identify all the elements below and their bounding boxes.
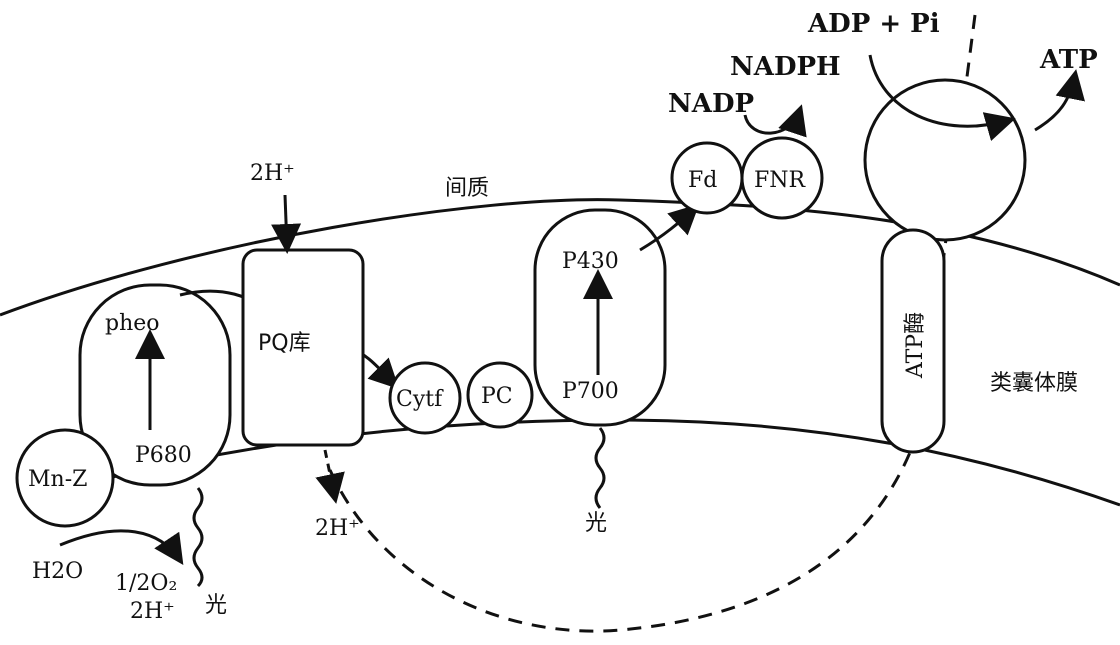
pc-protein xyxy=(466,361,534,429)
mn-z-label: Mn-Z xyxy=(28,467,87,492)
proton-circuit-dashed-line xyxy=(328,249,922,633)
two-h-plus-psii-label: 2H⁺ xyxy=(130,599,175,624)
pq-pool-cylinder xyxy=(241,248,365,447)
h-plus-into-pq-arrow xyxy=(271,194,302,254)
fnr-protein xyxy=(740,136,824,220)
light-psi-label: 光 xyxy=(585,511,607,536)
adp-pi-label: ADP + Pi xyxy=(807,9,940,39)
p680-label: P680 xyxy=(135,443,192,468)
pheo-label: pheo xyxy=(105,311,160,336)
cytf-label: Cytf xyxy=(396,387,444,412)
pc-label: PC xyxy=(481,384,513,409)
pq-pool-label: PQ库 xyxy=(258,331,311,356)
cytf-complex xyxy=(388,361,462,435)
light-psii-wave xyxy=(192,487,204,588)
psii-reaction-center xyxy=(78,283,232,487)
fnr-label: FNR xyxy=(754,168,807,193)
atp-synthase-label: ATP酶 xyxy=(903,312,928,379)
atp-synthase-head xyxy=(863,78,1027,242)
psi-reaction-center xyxy=(533,208,667,427)
two-h-plus-top-label: 2H⁺ xyxy=(250,161,295,186)
half-o2-label: 1/2O₂ xyxy=(115,571,177,596)
nadp-reduction-arrow xyxy=(743,104,807,138)
fd-label: Fd xyxy=(688,168,717,193)
stroma-label: 间质 xyxy=(445,176,489,201)
atp-out-arrow xyxy=(1034,69,1085,132)
mn-z-complex xyxy=(15,428,115,528)
two-h-plus-bottom-label: 2H⁺ xyxy=(315,516,360,541)
nadph-label: NADPH xyxy=(730,52,841,82)
thylakoid-membrane-label: 类囊体膜 xyxy=(990,371,1078,396)
atp-arc-arrow xyxy=(868,54,1016,142)
h2o-label: H2O xyxy=(32,559,83,584)
atp-synthase-stalk xyxy=(880,228,946,454)
p700-label: P700 xyxy=(562,379,619,404)
p430-to-fd-arrow xyxy=(639,203,700,252)
nadp-label: NADP xyxy=(668,89,754,119)
atp-label: ATP xyxy=(1039,45,1098,75)
p430-label: P430 xyxy=(562,249,619,274)
light-psi-wave xyxy=(594,427,606,509)
water-split-arrow xyxy=(59,529,184,565)
light-psii-label: 光 xyxy=(205,593,227,618)
